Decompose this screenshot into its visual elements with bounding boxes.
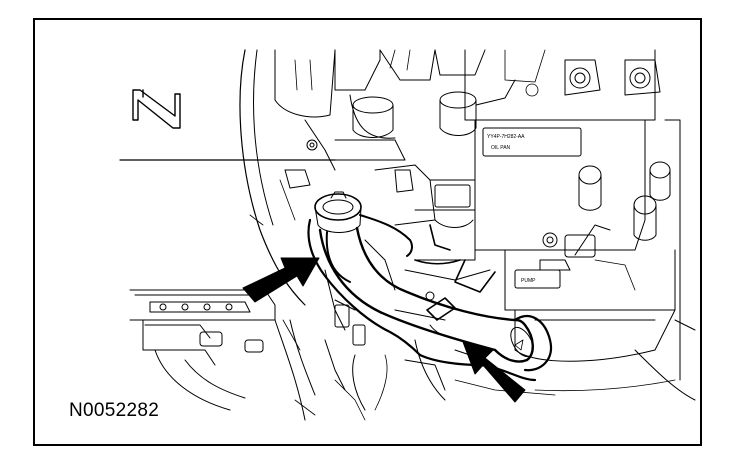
part-number-label: YY4P-7H282-AA — [487, 134, 525, 140]
upper-engine-area — [274, 49, 516, 189]
lower-left-structure — [129, 289, 316, 421]
right-module: YY4P-7H282-AA OIL PAN PUMP — [464, 49, 696, 401]
fender-curve — [239, 49, 306, 306]
arrow-lower-indicator — [462, 341, 526, 403]
part-description-label: OIL PAN — [491, 145, 511, 151]
technical-illustration: YY4P-7H282-AA OIL PAN PUMP — [119, 49, 696, 421]
figure-id-label: N0052282 — [67, 400, 162, 422]
arrow-upper-indicator — [242, 257, 320, 303]
side-label: PUMP — [521, 278, 536, 284]
background-linework — [249, 49, 676, 421]
orientation-glyph — [132, 89, 181, 129]
central-bracket — [324, 164, 491, 411]
fender-inner-curve — [253, 49, 274, 226]
illustration-frame: YY4P-7H282-AA OIL PAN PUMP — [33, 18, 702, 446]
